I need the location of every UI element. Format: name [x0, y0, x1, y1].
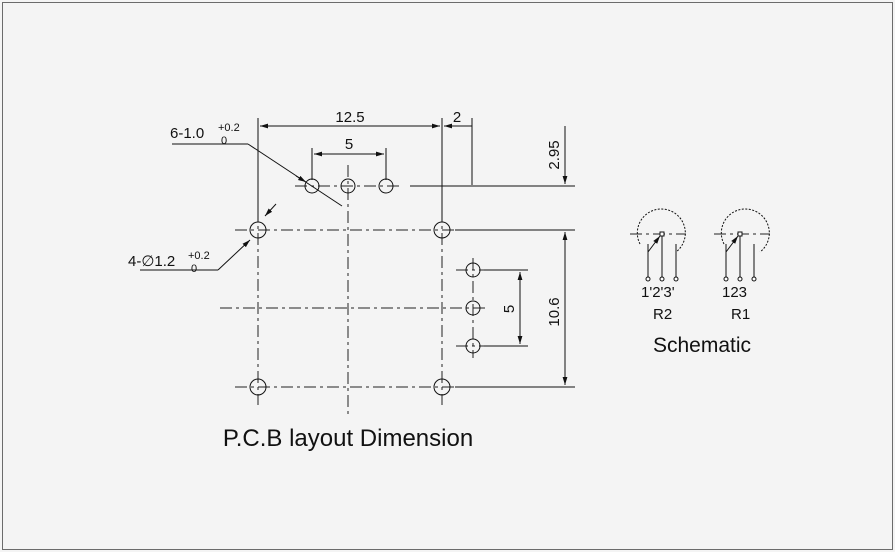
- pcb-caption: P.C.B layout Dimension: [223, 425, 473, 452]
- pcb-holes: [249, 178, 481, 396]
- large-hole-callout: 4-∅1.2: [128, 253, 175, 270]
- height-dimension: 10.6: [546, 297, 563, 326]
- r2-pin-labels: 1'2'3': [641, 284, 675, 301]
- hole-callouts: [140, 143, 343, 271]
- width-dimension: 12.5: [335, 109, 364, 126]
- schematic-caption: Schematic: [653, 334, 751, 357]
- r1-label: R1: [731, 306, 750, 323]
- large-hole: [433, 378, 451, 396]
- small-hole-callout: 6-1.0: [170, 125, 204, 142]
- large-hole-tolerance-upper: +0.2: [188, 250, 210, 262]
- small-hole: [340, 178, 356, 194]
- small-hole-tolerance-upper: +0.2: [218, 122, 240, 134]
- center-lines: [220, 165, 490, 418]
- r2-label: R2: [653, 306, 672, 323]
- top-dimensions: [257, 118, 473, 222]
- small-hole: [465, 338, 481, 354]
- large-hole: [249, 378, 267, 396]
- top-offset-dimension: 2.95: [546, 140, 563, 169]
- small-hole: [465, 300, 481, 316]
- small-hole: [465, 262, 481, 278]
- right-dimensions: [410, 126, 575, 388]
- schematic-r1-symbol: [714, 208, 770, 282]
- offset-dimension: 2: [453, 109, 461, 126]
- small-hole-tolerance-lower: 0: [221, 135, 227, 147]
- r1-pin-labels: 123: [722, 284, 747, 301]
- large-hole-tolerance-lower: 0: [191, 263, 197, 275]
- side-spacing-dimension: 5: [501, 305, 518, 313]
- pin-spacing-dimension: 5: [345, 136, 353, 153]
- schematic-r2-symbol: [630, 208, 686, 282]
